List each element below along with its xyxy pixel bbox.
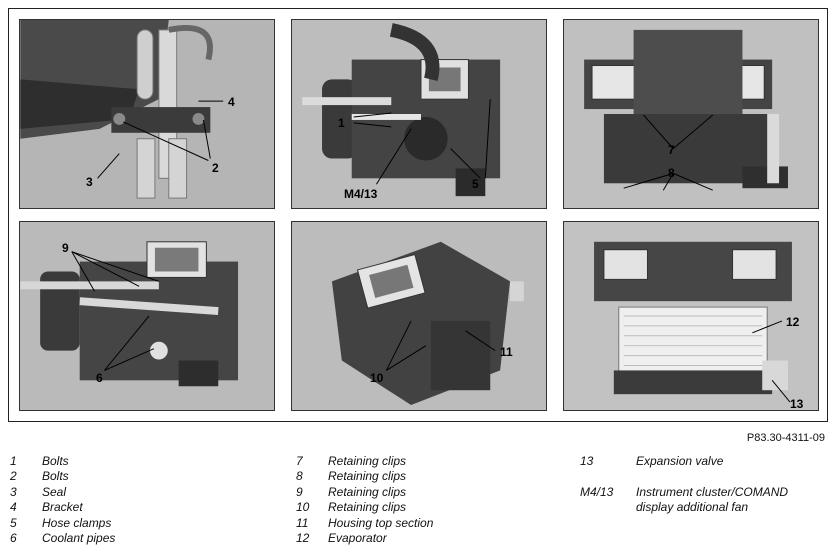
photo-panel-2: 1 M4/13 5 (291, 19, 547, 209)
legend-number: 4 (10, 500, 17, 515)
legend-number: 5 (10, 515, 17, 530)
legend-row: 9 Retaining clips (296, 485, 433, 500)
photo-panel-5: 10 11 (291, 221, 547, 411)
legend-number (580, 500, 636, 515)
photo-image-4 (20, 222, 274, 410)
photo-panel-3: 7 8 (563, 19, 819, 209)
callout-5: 5 (472, 177, 479, 191)
legend-row: 1 Bolts (10, 454, 115, 469)
legend-row: 8 Retaining clips (296, 469, 433, 484)
photo-panel-6: 12 13 (563, 221, 819, 411)
callout-12: 12 (786, 315, 800, 329)
legend-row: M4/13 Instrument cluster/COMAND (580, 485, 788, 500)
photo-panel-4: 9 6 (19, 221, 275, 411)
legend-row (580, 469, 788, 484)
callout-8: 8 (668, 166, 675, 180)
legend-row: 13 Expansion valve (580, 454, 788, 469)
legend-row: 12 Evaporator (296, 531, 433, 546)
legend-number: 13 (580, 454, 594, 468)
legend-row: 11 Housing top section (296, 516, 433, 531)
photo-image-2 (292, 20, 546, 208)
legend-text: Bracket (42, 500, 83, 515)
legend-column-3: 13 Expansion valve M4/13 Instrument cluste… (580, 454, 788, 516)
legend-number: 1 (10, 454, 17, 468)
legend-number: 9 (296, 484, 303, 499)
callout-3: 3 (86, 175, 93, 189)
legend-number: 10 (296, 500, 310, 515)
legend-number: 2 (10, 469, 17, 484)
legend-text: Coolant pipes (42, 531, 116, 546)
legend-row: 2 Bolts (10, 469, 115, 484)
figure-code: P83.30-4311-09 (746, 432, 825, 444)
legend-text: Hose clamps (42, 515, 112, 530)
callout-7: 7 (668, 143, 675, 157)
legend-text: Retaining clips (328, 484, 407, 499)
legend-number: M4/13 (580, 484, 614, 499)
callout-4: 4 (228, 95, 235, 109)
figure-frame: 4 2 3 1 M4/13 5 (8, 8, 828, 422)
legend-text: Housing top section (328, 515, 434, 530)
legend-number: 7 (296, 454, 303, 468)
legend-text: Instrument cluster/COMAND (636, 484, 789, 499)
legend-text: Evaporator (328, 531, 387, 546)
callout-m4-13: M4/13 (344, 187, 378, 201)
legend-number: 11 (296, 515, 309, 530)
callout-6: 6 (96, 371, 103, 385)
legend-number: 8 (296, 469, 303, 484)
photo-image-6 (564, 222, 818, 410)
legend-row: 6 Coolant pipes (10, 531, 115, 546)
callout-9: 9 (62, 241, 69, 255)
legend-text: Retaining clips (328, 469, 407, 484)
legend-row: display additional fan (580, 500, 788, 515)
legend-row: 3 Seal (10, 485, 115, 500)
callout-1: 1 (338, 116, 345, 130)
legend-row: 10 Retaining clips (296, 500, 433, 515)
legend-text: Bolts (42, 469, 69, 484)
legend-row: 4 Bracket (10, 500, 115, 515)
legend-row: 5 Hose clamps (10, 516, 115, 531)
callout-10: 10 (370, 371, 384, 385)
callout-11: 11 (500, 345, 513, 359)
legend-text: Bolts (42, 454, 69, 468)
legend-text: Expansion valve (636, 454, 724, 468)
photo-image-3 (564, 20, 818, 208)
legend-number: 12 (296, 531, 310, 546)
legend-text: Retaining clips (328, 500, 407, 515)
photo-image-5 (292, 222, 546, 410)
photo-panel-1: 4 2 3 (19, 19, 275, 209)
callout-2: 2 (212, 161, 219, 175)
legend-number: 6 (10, 531, 17, 546)
legend-text: Seal (42, 484, 67, 499)
legend-text: Retaining clips (328, 454, 407, 468)
legend-number: 3 (10, 484, 17, 499)
legend-number (580, 469, 636, 484)
legend-row: 7 Retaining clips (296, 454, 433, 469)
callout-13: 13 (790, 397, 804, 411)
photo-image-1 (20, 20, 274, 208)
legend-text: display additional fan (636, 500, 749, 515)
